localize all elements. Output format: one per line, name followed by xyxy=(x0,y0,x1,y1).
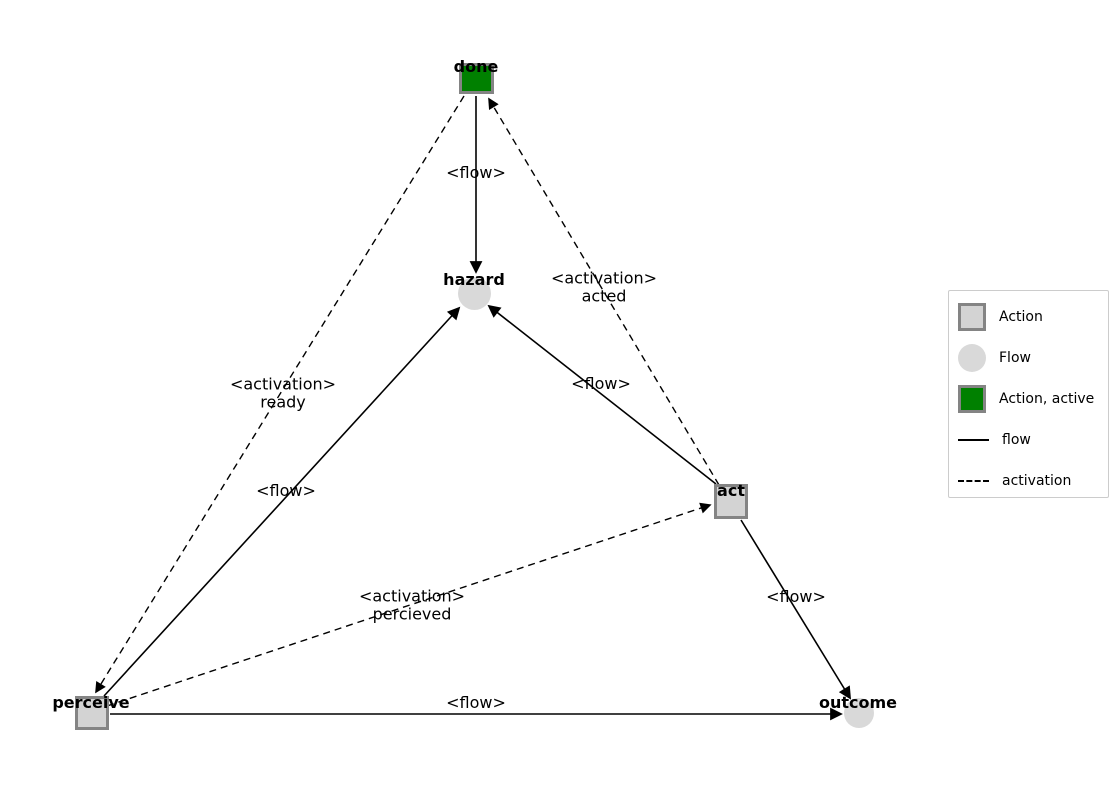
edge-label-act-hazard: <flow> xyxy=(571,373,631,393)
edge-label-act-outcome: <flow> xyxy=(766,586,826,606)
solid-line-icon xyxy=(958,438,989,441)
legend-item-flow-node: Flow xyxy=(958,337,1108,378)
legend-item-activation-edge: activation xyxy=(958,460,1108,501)
node-label-act: act xyxy=(717,481,745,500)
edge-act-done xyxy=(488,97,720,486)
legend-label: activation xyxy=(1002,472,1072,489)
edge-done-perceive xyxy=(95,95,465,694)
node-perceive xyxy=(75,696,109,730)
edge-act-hazard xyxy=(487,304,717,485)
edge-label-perceive-act: <activation> percieved xyxy=(358,586,466,624)
legend: Action Flow Action, active flow activati… xyxy=(948,290,1109,498)
node-label-hazard: hazard xyxy=(443,270,505,289)
edge-act-outcome xyxy=(740,519,852,700)
edge-label-perceive-outcome: <flow> xyxy=(446,692,506,712)
dashed-line-icon xyxy=(958,479,989,482)
flow-swatch-icon xyxy=(958,343,986,372)
node-label-perceive: perceive xyxy=(52,693,130,712)
edge-label-perceive-hazard: <flow> xyxy=(256,480,316,500)
edge-label-done-hazard: <flow> xyxy=(446,162,506,182)
legend-item-action-active: Action, active xyxy=(958,378,1108,419)
legend-label: Action xyxy=(999,308,1043,325)
node-hazard xyxy=(458,277,491,310)
edge-perceive-hazard xyxy=(103,306,461,697)
edge-label-done-perceive: <activation> ready xyxy=(229,374,337,412)
edge-perceive-act xyxy=(106,502,712,707)
node-done xyxy=(459,63,494,94)
action-active-swatch-icon xyxy=(958,384,986,413)
legend-item-flow-edge: flow xyxy=(958,419,1108,460)
node-label-done: done xyxy=(453,57,499,76)
legend-label: flow xyxy=(1002,431,1031,448)
node-outcome xyxy=(844,698,874,728)
legend-label: Action, active xyxy=(999,390,1095,407)
edge-label-act-done: <activation> acted xyxy=(550,268,658,306)
legend-item-action: Action xyxy=(958,296,1108,337)
legend-label: Flow xyxy=(999,349,1031,366)
action-swatch-icon xyxy=(958,302,986,331)
node-label-outcome: outcome xyxy=(818,693,898,712)
node-act xyxy=(714,484,748,519)
